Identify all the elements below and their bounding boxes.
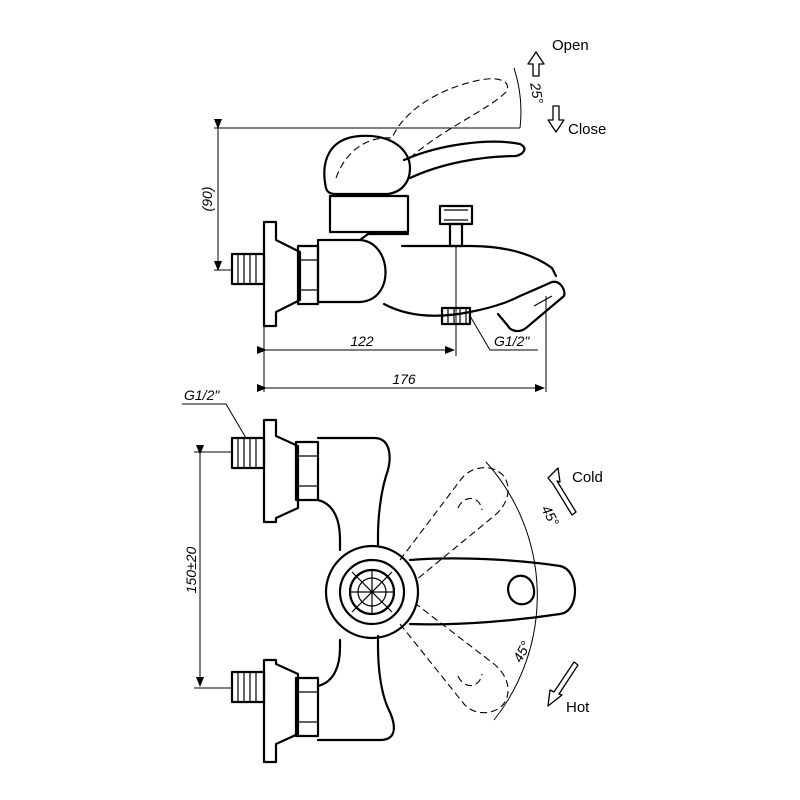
cold-label: Cold bbox=[572, 469, 603, 486]
lever-angle-arc bbox=[513, 67, 522, 129]
rotation-arc bbox=[485, 461, 538, 721]
side-spout bbox=[382, 244, 566, 333]
inlet-thread-label: G1/2" bbox=[184, 387, 220, 403]
top-view: 45° 45° Cold Hot 150±20 G1/2" bbox=[182, 387, 603, 764]
cold-arrow-icon bbox=[547, 467, 577, 516]
cartridge-hub bbox=[324, 544, 420, 640]
lever-angle-label: 25° bbox=[527, 80, 547, 105]
top-lever bbox=[408, 557, 577, 626]
side-diverter-knob bbox=[438, 204, 474, 356]
inlet-thread-leader bbox=[182, 403, 247, 439]
height-dimension-label: (90) bbox=[199, 187, 215, 212]
top-lever-hot-outline bbox=[399, 603, 509, 714]
hot-arrow-icon bbox=[547, 661, 579, 707]
hot-angle-label: 45° bbox=[510, 638, 534, 665]
top-lever-cold-outline bbox=[399, 467, 509, 581]
side-inlet-thread bbox=[230, 252, 266, 286]
overall-length-dimension bbox=[257, 296, 547, 392]
inlet-spacing-label: 150±20 bbox=[183, 546, 199, 593]
cold-angle-label: 45° bbox=[538, 503, 562, 530]
open-arrow-icon bbox=[527, 51, 545, 77]
overall-length-dimension-label: 176 bbox=[392, 371, 416, 387]
top-body bbox=[316, 436, 395, 742]
height-dimension bbox=[214, 119, 520, 271]
close-label: Close bbox=[568, 121, 606, 138]
spout-thread-leader bbox=[469, 315, 538, 351]
inlet-to-spout-dimension bbox=[257, 326, 455, 392]
open-label: Open bbox=[552, 37, 589, 54]
side-lever-closed bbox=[323, 134, 526, 196]
side-wall-flange bbox=[262, 220, 302, 328]
spout-thread-label: G1/2" bbox=[494, 333, 530, 349]
top-upper-inlet bbox=[230, 418, 320, 524]
close-arrow-icon bbox=[547, 105, 565, 133]
side-view: (90) 122 176 G1/2" 25° Open Cl bbox=[199, 37, 606, 392]
side-lever-open-outline bbox=[335, 78, 508, 179]
inlet-to-spout-dimension-label: 122 bbox=[350, 333, 374, 349]
side-body bbox=[316, 194, 410, 304]
hot-label: Hot bbox=[566, 699, 590, 716]
inlet-spacing-dimension bbox=[194, 445, 232, 689]
top-lower-inlet bbox=[230, 658, 320, 764]
